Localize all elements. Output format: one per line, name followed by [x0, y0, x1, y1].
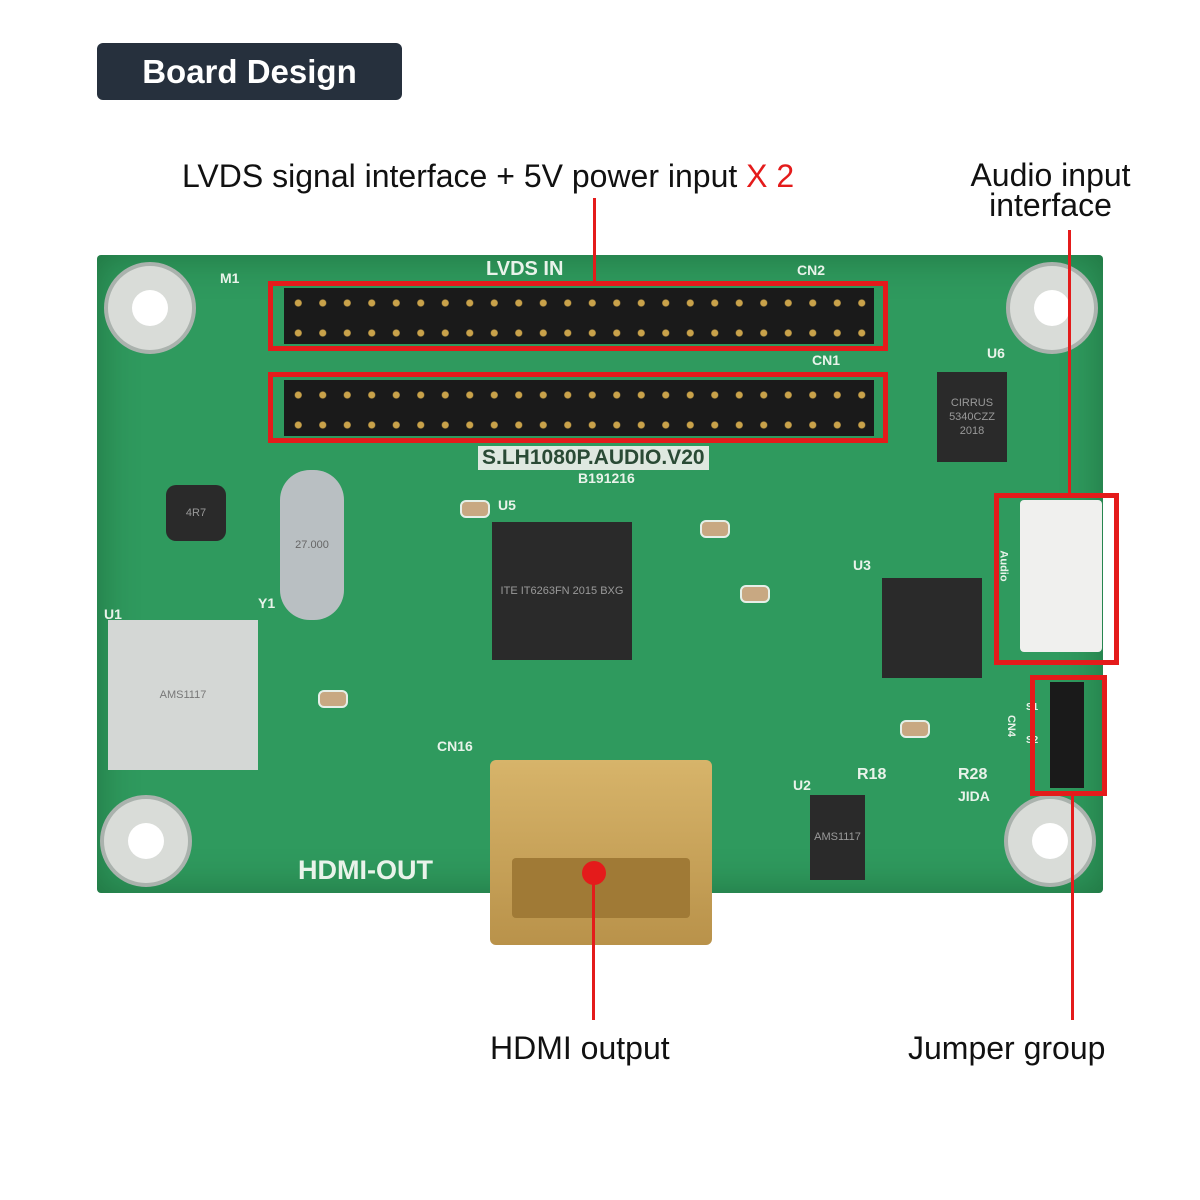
- silk-hdmi-out: HDMI-OUT: [298, 855, 433, 885]
- smd-component: [460, 500, 490, 518]
- mount-hole: [1004, 795, 1096, 887]
- leader-line-audio: [1068, 230, 1071, 494]
- silk-cn1: CN1: [812, 352, 841, 368]
- highlight-lvds-cn2: [268, 281, 888, 351]
- audio-connector: [1020, 500, 1102, 652]
- silk-cn2: CN2: [797, 262, 826, 278]
- lvds-caption: LVDS signal interface + 5V power input X…: [182, 158, 794, 195]
- silk-lvds-in: LVDS IN: [486, 258, 564, 280]
- silk-u3: U3: [853, 557, 871, 573]
- hdmi-caption: HDMI output: [490, 1030, 670, 1066]
- hdmi-marker-dot: [582, 861, 606, 885]
- jumper-pins: [1050, 682, 1084, 788]
- silk-u5: U5: [498, 497, 516, 513]
- chip-u3: [882, 578, 982, 678]
- silk-u2: U2: [793, 777, 811, 793]
- highlight-audio: [994, 493, 1119, 665]
- highlight-jumper: [1030, 675, 1107, 796]
- highlight-lvds-cn1: [268, 372, 888, 443]
- silk-u6: U6: [987, 345, 1005, 361]
- silk-y1: Y1: [258, 595, 276, 611]
- silk-date: B191216: [578, 470, 635, 486]
- jumper-caption: Jumper group: [908, 1030, 1106, 1066]
- crystal-y1: 27.000: [280, 470, 344, 620]
- silk-cn16: CN16: [437, 738, 473, 754]
- silk-cn4: CN4: [1005, 714, 1018, 738]
- smd-component: [700, 520, 730, 538]
- smd-component: [318, 690, 348, 708]
- lvds-header-cn2: [284, 288, 874, 344]
- leader-line-hdmi: [592, 872, 595, 1020]
- audio-caption-line2: interface: [989, 187, 1112, 223]
- smd-component: [740, 585, 770, 603]
- silk-jida: JIDA: [958, 788, 990, 804]
- regulator-u1: AMS1117: [108, 620, 258, 770]
- silk-u1: U1: [104, 606, 122, 622]
- chip-ite: ITE IT6263FN 2015 BXG: [492, 522, 632, 660]
- silk-model: S.LH1080P.AUDIO.V20: [478, 446, 709, 470]
- silk-r18: R18: [857, 766, 887, 783]
- lvds-header-cn1: [284, 380, 874, 436]
- inductor: 4R7: [166, 485, 226, 541]
- lvds-multiplier: X 2: [746, 158, 795, 194]
- board-design-badge: Board Design: [97, 43, 402, 100]
- mount-hole: [100, 795, 192, 887]
- lvds-caption-text: LVDS signal interface + 5V power input: [182, 158, 747, 194]
- silk-r28: R28: [958, 766, 988, 783]
- audio-caption-line1: Audio input: [970, 157, 1131, 193]
- smd-component: [900, 720, 930, 738]
- regulator-u2: AMS1117: [810, 795, 865, 880]
- mount-hole: [104, 262, 196, 354]
- leader-line-jumper: [1071, 795, 1074, 1020]
- silk-m1: M1: [220, 270, 240, 286]
- leader-line-lvds: [593, 198, 596, 282]
- chip-cirrus: CIRRUS 5340CZZ 2018: [937, 372, 1007, 462]
- mount-hole: [1006, 262, 1098, 354]
